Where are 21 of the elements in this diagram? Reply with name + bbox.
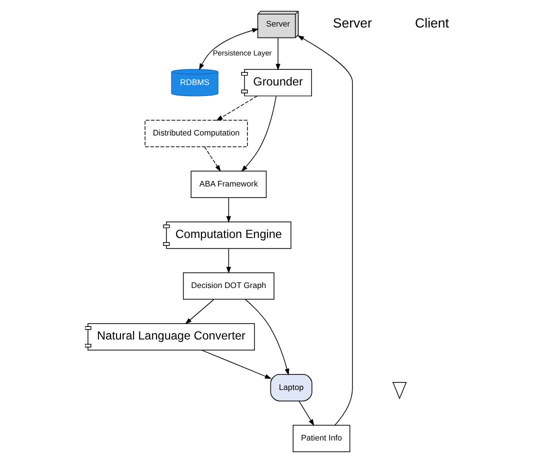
label: Server [332,16,372,31]
node-box: ABA Framework [190,170,267,198]
arrow [276,37,280,70]
arrow [241,96,277,172]
node-box: Patient Info [292,424,350,452]
arrow [201,350,272,379]
label: Client [415,16,449,31]
arrow [244,298,290,376]
arrow [216,96,258,121]
arrow [199,28,259,70]
arrow [185,299,214,324]
arrow [226,248,231,274]
node-box: Distributed Computation [144,120,248,148]
arrow [204,146,221,172]
arrow [226,197,231,223]
node-person [392,382,407,400]
node-box: Laptop [270,374,312,402]
arrow [298,400,314,426]
node-box: Decision DOT Graph [182,272,274,300]
arrow [297,35,353,426]
edge-label: Persistence Layer [212,48,272,58]
